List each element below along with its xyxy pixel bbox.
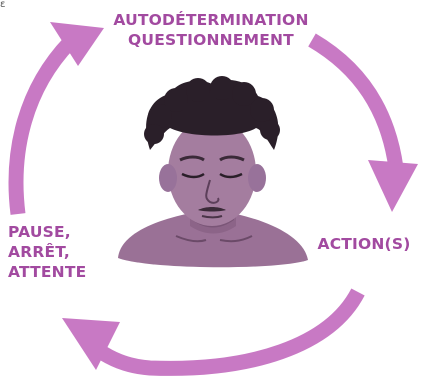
arrow-bottom-icon xyxy=(62,292,358,370)
corner-mark: ε xyxy=(0,0,5,10)
arrow-top-right-icon xyxy=(312,40,418,212)
label-left-line-2: ARRÊT, xyxy=(8,242,120,262)
label-top-line-1: AUTODÉTERMINATION xyxy=(58,10,364,30)
bust-portrait xyxy=(118,76,308,267)
label-left: PAUSE, ARRÊT, ATTENTE xyxy=(8,222,120,282)
label-left-line-1: PAUSE, xyxy=(8,222,120,242)
label-right: ACTION(S) xyxy=(308,234,420,254)
label-left-line-3: ATTENTE xyxy=(8,262,120,282)
arrow-left-top-icon xyxy=(16,22,104,214)
label-top: AUTODÉTERMINATION QUESTIONNEMENT xyxy=(58,10,364,50)
label-top-line-2: QUESTIONNEMENT xyxy=(58,30,364,50)
